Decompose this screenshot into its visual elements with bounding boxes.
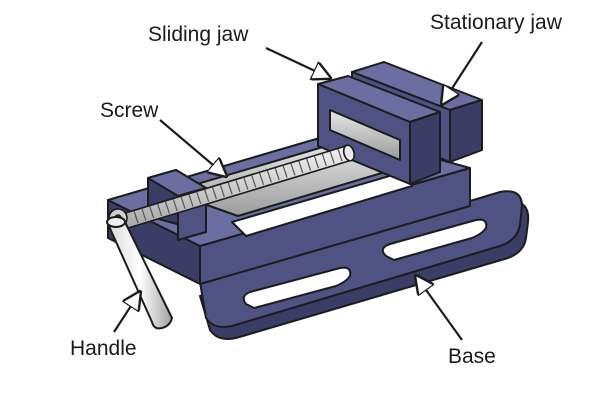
screw-thread: [290, 163, 296, 176]
screw-thread: [180, 196, 186, 209]
screw-thread: [274, 167, 280, 181]
base-label: Base: [448, 345, 496, 368]
handle-arrow: [113, 292, 140, 333]
label-arrows: [113, 41, 483, 341]
screw-thread: [337, 148, 343, 162]
screw-thread: [133, 210, 139, 224]
screw-thread: [219, 184, 225, 197]
base-arrow: [416, 276, 463, 341]
screw-thread: [204, 189, 210, 202]
sliding-jaw: [317, 75, 441, 185]
screw-thread: [164, 201, 170, 214]
screw-thread: [306, 158, 312, 171]
screw-threads: [133, 148, 343, 224]
screw-thread: [243, 177, 249, 190]
sliding-jaw-label: Sliding jaw: [148, 23, 249, 46]
screw-thread: [149, 206, 155, 219]
screw-thread: [188, 194, 194, 207]
screw-thread: [227, 182, 233, 195]
sliding-jaw-arrow: [265, 47, 330, 78]
screw-thread: [321, 153, 327, 166]
screw-thread: [196, 191, 202, 205]
screw-thread: [156, 203, 163, 217]
screw-thread: [329, 151, 335, 164]
screw-thread: [141, 208, 147, 221]
stationary-jaw-label: Stationary jaw: [430, 11, 562, 34]
screw-thread: [298, 160, 304, 174]
screw-thread: [258, 172, 265, 186]
handle-label: Handle: [70, 337, 137, 360]
screw-label: Screw: [100, 99, 159, 122]
screw-thread: [266, 170, 272, 183]
base-plate: [199, 190, 530, 340]
handle: [106, 216, 173, 330]
screw-arrow: [159, 119, 226, 176]
screw-thread: [235, 179, 241, 193]
screw-thread: [313, 155, 320, 169]
stationary-jaw-arrow: [442, 41, 483, 104]
screw-thread: [251, 175, 257, 188]
screw-thread: [282, 165, 288, 178]
screw-thread: [172, 198, 178, 212]
screw-thread: [211, 186, 218, 200]
